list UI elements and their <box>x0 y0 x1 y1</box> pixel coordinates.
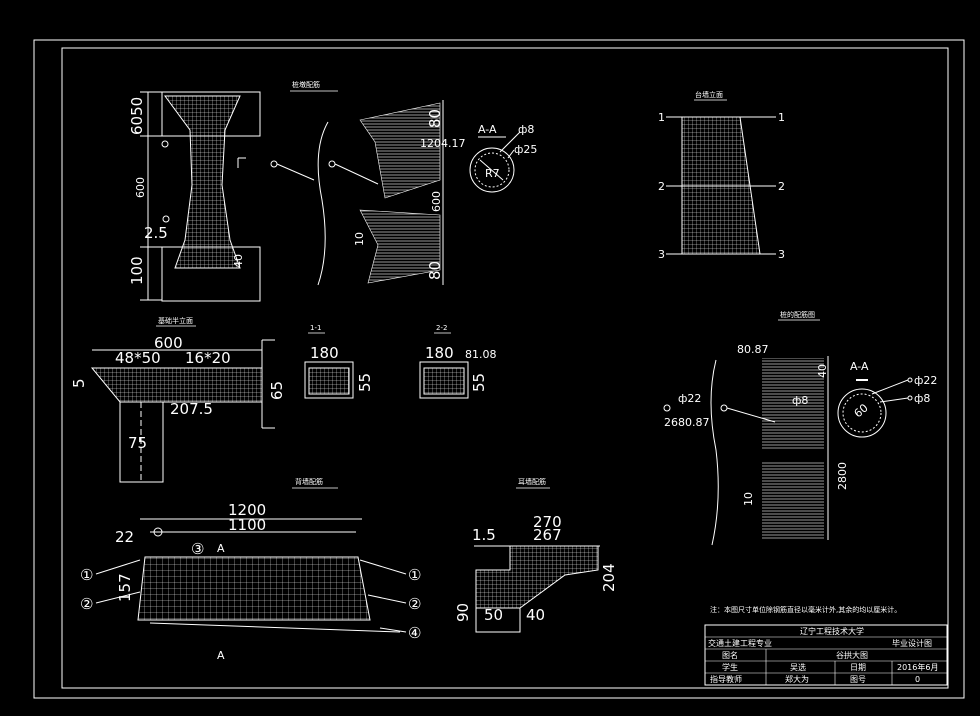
foundation-dim-65: 65 <box>268 381 286 400</box>
section-1-1-dim-55: 55 <box>356 373 374 392</box>
tb-date: 2016年6月 <box>897 662 938 672</box>
ear-wall-dim-50: 50 <box>484 606 503 624</box>
pile-body-dim-2680: 2680.87 <box>664 416 710 429</box>
pile-phi25: ф25 <box>514 143 537 156</box>
abutment-title: 台墙立面 <box>695 90 723 99</box>
abutment-mark-right-2: 2 <box>778 180 785 193</box>
pile-body-section-radius: 60 <box>852 401 871 420</box>
foundation-elevation-view: 基础半立面 600 48*50 16*20 5 65 207.5 75 1-1 … <box>70 316 497 483</box>
pile-dim-100: 100 <box>128 256 146 285</box>
pile-body-dim-80: 80.87 <box>737 343 769 356</box>
abutment-mark-left-3: 3 <box>658 248 665 261</box>
pile-section-radius: R7 <box>485 167 500 180</box>
section-1-1-label: 1-1 <box>310 324 321 332</box>
pile-dim-600: 600 <box>134 177 147 198</box>
ear-wall-dim-204: 204 <box>600 563 618 592</box>
abutment-elevation-view: 台墙立面 1 2 3 1 2 3 <box>658 90 785 261</box>
section-2-2-dim-81: 81.08 <box>465 348 497 361</box>
pile-body-phi22-section: ф22 <box>914 374 937 387</box>
ear-wall-dim-267: 267 <box>533 526 562 544</box>
back-wall-callout-left-1: ① <box>80 566 93 584</box>
ear-wall-dim-270: 270 <box>533 513 562 531</box>
tb-number: 0 <box>915 675 920 684</box>
pile-body-section-label: A-A <box>850 360 869 373</box>
back-wall-title: 背墙配筋 <box>295 477 323 486</box>
detail-dim-600: 600 <box>430 191 443 212</box>
pile-body-dim-10: 10 <box>742 492 755 506</box>
back-wall-view: 背墙配筋 1200 1100 22 157 A A ③ ① ② ① ② ④ <box>80 477 421 662</box>
abutment-mark-left-1: 1 <box>658 111 665 124</box>
pile-body-title: 桩的配筋图 <box>780 310 815 319</box>
tb-label-student: 学生 <box>722 662 738 672</box>
back-wall-section-mark-top: A <box>217 542 225 555</box>
foundation-dim-207: 207.5 <box>170 400 213 418</box>
title-block: 辽宁工程技术大学 交通土建工程专业 毕业设计图 图名 谷拱大图 学生 吴选 日期… <box>704 624 948 686</box>
pile-dim-6050: 6050 <box>128 97 146 135</box>
tb-label-advisor: 指导教师 <box>710 674 742 684</box>
back-wall-section-mark-bottom: A <box>217 649 225 662</box>
abutment-mark-right-3: 3 <box>778 248 785 261</box>
back-wall-callout-left-2: ② <box>80 595 93 613</box>
pile-section-circle <box>469 147 515 193</box>
section-1-1-dim-180: 180 <box>310 344 339 362</box>
ear-wall-title: 耳墙配筋 <box>518 477 546 486</box>
tb-major: 交通土建工程专业 <box>708 638 772 648</box>
ear-wall-dim-90: 90 <box>454 603 472 622</box>
pile-section-label: A-A <box>478 123 497 136</box>
foundation-dim-48x50: 48*50 <box>115 349 161 367</box>
foundation-dim-5: 5 <box>70 378 88 388</box>
foundation-dim-600: 600 <box>154 334 183 352</box>
pile-dim-40: 40 <box>232 254 245 268</box>
pile-reinforcement-title: 桩墩配筋 <box>292 80 320 89</box>
pile-body-dim-2800: 2800 <box>836 462 849 490</box>
section-2-2-dim-180: 180 <box>425 344 454 362</box>
detail-dim-1204: 1204.17 <box>420 137 466 150</box>
back-wall-callout-right-4: ④ <box>408 624 421 642</box>
back-wall-dim-1100: 1100 <box>228 516 266 534</box>
pile-body-section-circle <box>837 388 887 438</box>
pile-reinforcement-view: 桩墩配筋 6050 600 2.5 100 40 80 600 80 10 <box>128 80 537 302</box>
tb-purpose: 毕业设计图 <box>892 638 932 648</box>
foundation-dim-16x20: 16*20 <box>185 349 231 367</box>
tb-drawing-name: 谷拱大图 <box>836 650 868 660</box>
tb-label-date: 日期 <box>850 663 866 672</box>
inner-border <box>61 47 949 689</box>
abutment-mark-right-1: 1 <box>778 111 785 124</box>
section-2-2-dim-55: 55 <box>470 373 488 392</box>
detail-dim-80-top: 80 <box>426 109 444 128</box>
back-wall-dim-1200: 1200 <box>228 501 266 519</box>
back-wall-callout-right-1: ① <box>408 566 421 584</box>
pile-phi8: ф8 <box>518 123 534 136</box>
ear-wall-dim-40: 40 <box>526 606 545 624</box>
abutment-mark-left-2: 2 <box>658 180 665 193</box>
pile-dim-2-5: 2.5 <box>144 224 168 242</box>
tb-school: 辽宁工程技术大学 <box>800 626 864 636</box>
pile-body-dim-40: 40 <box>816 364 829 378</box>
detail-dim-80-bottom: 80 <box>426 261 444 280</box>
ear-wall-view: 耳墙配筋 1.5 270 267 204 90 50 40 <box>454 477 618 633</box>
tb-label-drawing-name: 图名 <box>722 650 738 660</box>
pile-body-phi8-section: ф8 <box>914 392 930 405</box>
pile-body-phi8-mid: ф8 <box>792 394 808 407</box>
foundation-title: 基础半立面 <box>158 316 193 325</box>
pile-body-view: 桩的配筋图 80.87 40 ф22 2680.87 10 2800 ф8 A-… <box>663 310 937 546</box>
pile-body-phi22-left: ф22 <box>678 392 701 405</box>
section-2-2-label: 2-2 <box>436 324 447 332</box>
tb-label-number: 图号 <box>850 675 866 684</box>
back-wall-center-mark: ③ <box>191 540 204 558</box>
foundation-dim-75: 75 <box>128 434 147 452</box>
tb-student: 吴选 <box>790 662 806 672</box>
back-wall-callout-right-2: ② <box>408 595 421 613</box>
tb-advisor: 郑大为 <box>785 674 809 684</box>
outer-border <box>33 39 965 699</box>
ear-wall-dim-1-5: 1.5 <box>472 526 496 544</box>
detail-dim-10: 10 <box>353 232 366 246</box>
back-wall-dim-22: 22 <box>115 528 134 546</box>
drawing-note: 注：本图尺寸单位除钢筋直径以毫米计外,其余的均以厘米计。 <box>710 605 901 614</box>
